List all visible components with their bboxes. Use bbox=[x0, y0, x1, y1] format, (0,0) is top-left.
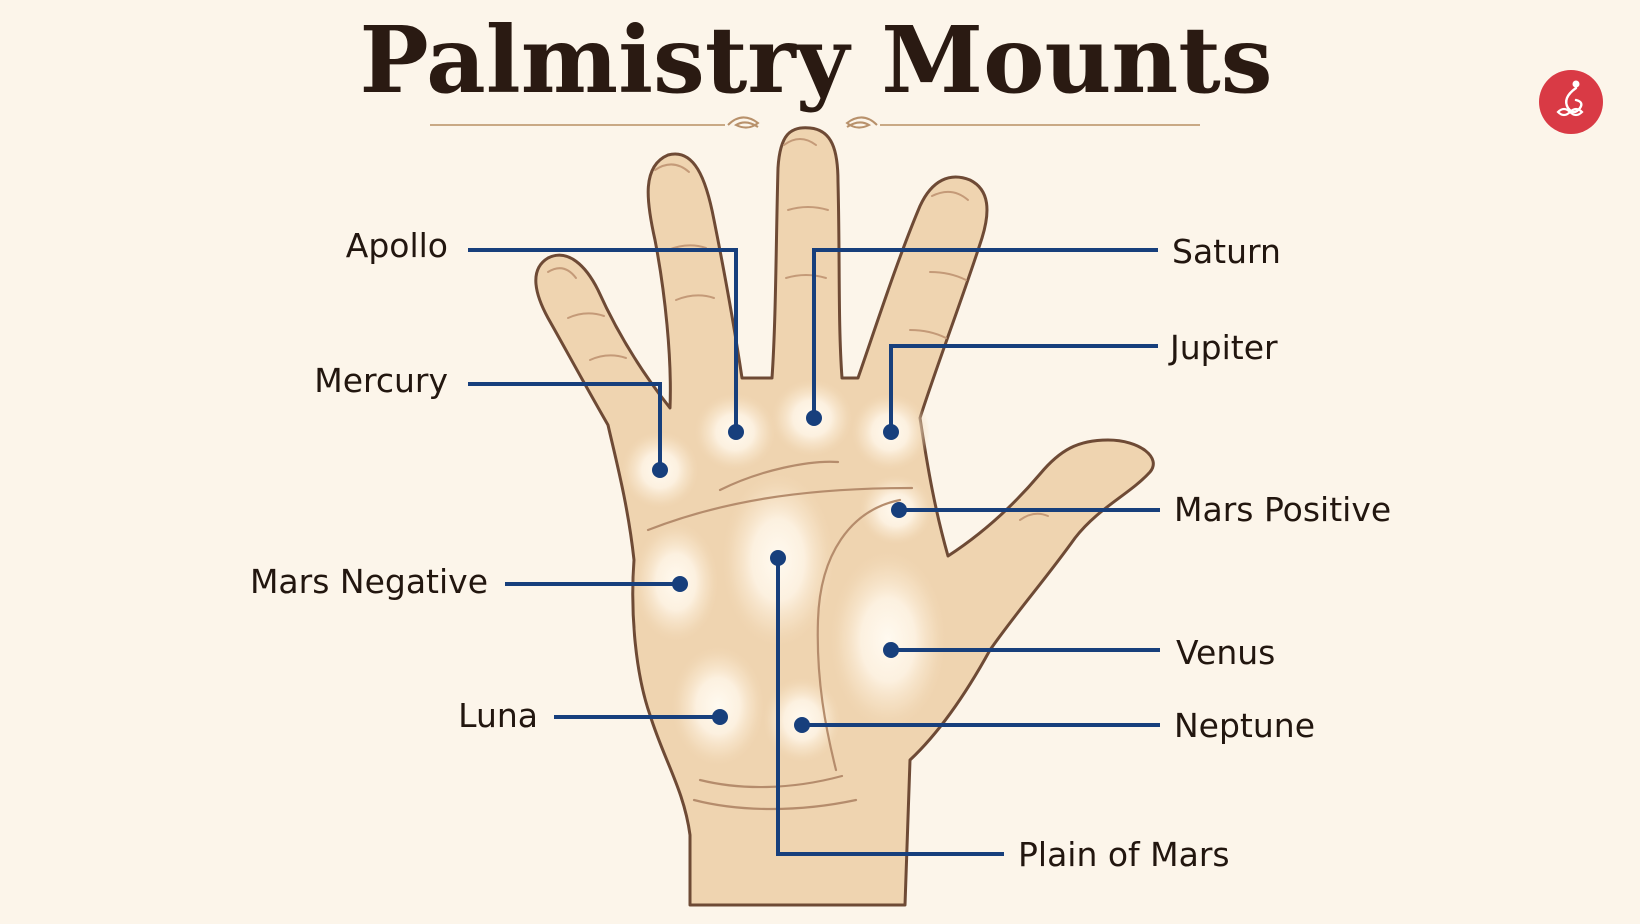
luna-dot bbox=[712, 709, 728, 725]
saturn-knuckle-2 bbox=[785, 274, 827, 279]
mercury-dot bbox=[652, 462, 668, 478]
heart-line bbox=[718, 460, 840, 492]
label-mercury: Mercury bbox=[314, 361, 448, 400]
wrist-crease-2 bbox=[692, 798, 858, 811]
mercury-knuckle-2 bbox=[589, 354, 627, 361]
jupiter-knuckle-1 bbox=[929, 271, 967, 281]
plain-of-mars-dot bbox=[770, 550, 786, 566]
label-venus: Venus bbox=[1176, 633, 1275, 672]
luna-mount-glow bbox=[670, 644, 766, 768]
page-title: Palmistry Mounts bbox=[359, 6, 1272, 114]
hand-outline bbox=[534, 126, 1155, 907]
apollo-finger-tip bbox=[654, 163, 690, 173]
saturn-finger-tip bbox=[783, 138, 817, 146]
plain-of-mars-leader bbox=[776, 558, 1004, 856]
mount-dots bbox=[652, 410, 907, 733]
label-luna: Luna bbox=[458, 696, 538, 735]
label-plain-of-mars: Plain of Mars bbox=[1018, 835, 1230, 874]
title-divider bbox=[430, 116, 1200, 129]
wrist-crease-1 bbox=[698, 774, 844, 789]
saturn-leader bbox=[812, 248, 1158, 418]
label-apollo: Apollo bbox=[346, 226, 448, 265]
mercury-knuckle-1 bbox=[567, 312, 605, 319]
mount-labels: Apollo Mercury Mars Negative Luna Saturn… bbox=[250, 226, 1391, 874]
apollo-dot bbox=[728, 424, 744, 440]
thumb-knuckle bbox=[1019, 512, 1049, 521]
neptune-dot bbox=[794, 717, 810, 733]
mercury-leader bbox=[468, 382, 662, 470]
mars-negative-dot bbox=[672, 576, 688, 592]
label-mars-positive: Mars Positive bbox=[1174, 490, 1391, 529]
hand-illustration bbox=[534, 126, 1155, 907]
saturn-dot bbox=[806, 410, 822, 426]
label-mars-negative: Mars Negative bbox=[250, 562, 488, 601]
saturn-knuckle-1 bbox=[787, 206, 829, 211]
venus-dot bbox=[883, 642, 899, 658]
label-saturn: Saturn bbox=[1172, 232, 1281, 271]
apollo-knuckle-2 bbox=[675, 294, 715, 301]
head-line bbox=[646, 486, 914, 532]
mars-positive-dot bbox=[891, 502, 907, 518]
jupiter-leader bbox=[889, 344, 1158, 432]
life-line bbox=[816, 498, 902, 772]
label-jupiter: Jupiter bbox=[1168, 328, 1278, 367]
jupiter-knuckle-2 bbox=[909, 329, 947, 339]
jupiter-finger-tip bbox=[931, 190, 969, 201]
apollo-leader bbox=[468, 248, 738, 432]
label-neptune: Neptune bbox=[1174, 706, 1315, 745]
palm-line-logo-icon bbox=[1539, 70, 1603, 134]
leader-lines bbox=[468, 248, 1160, 856]
jupiter-dot bbox=[883, 424, 899, 440]
mercury-finger-tip bbox=[547, 267, 577, 279]
venus-mount-glow bbox=[828, 548, 948, 732]
